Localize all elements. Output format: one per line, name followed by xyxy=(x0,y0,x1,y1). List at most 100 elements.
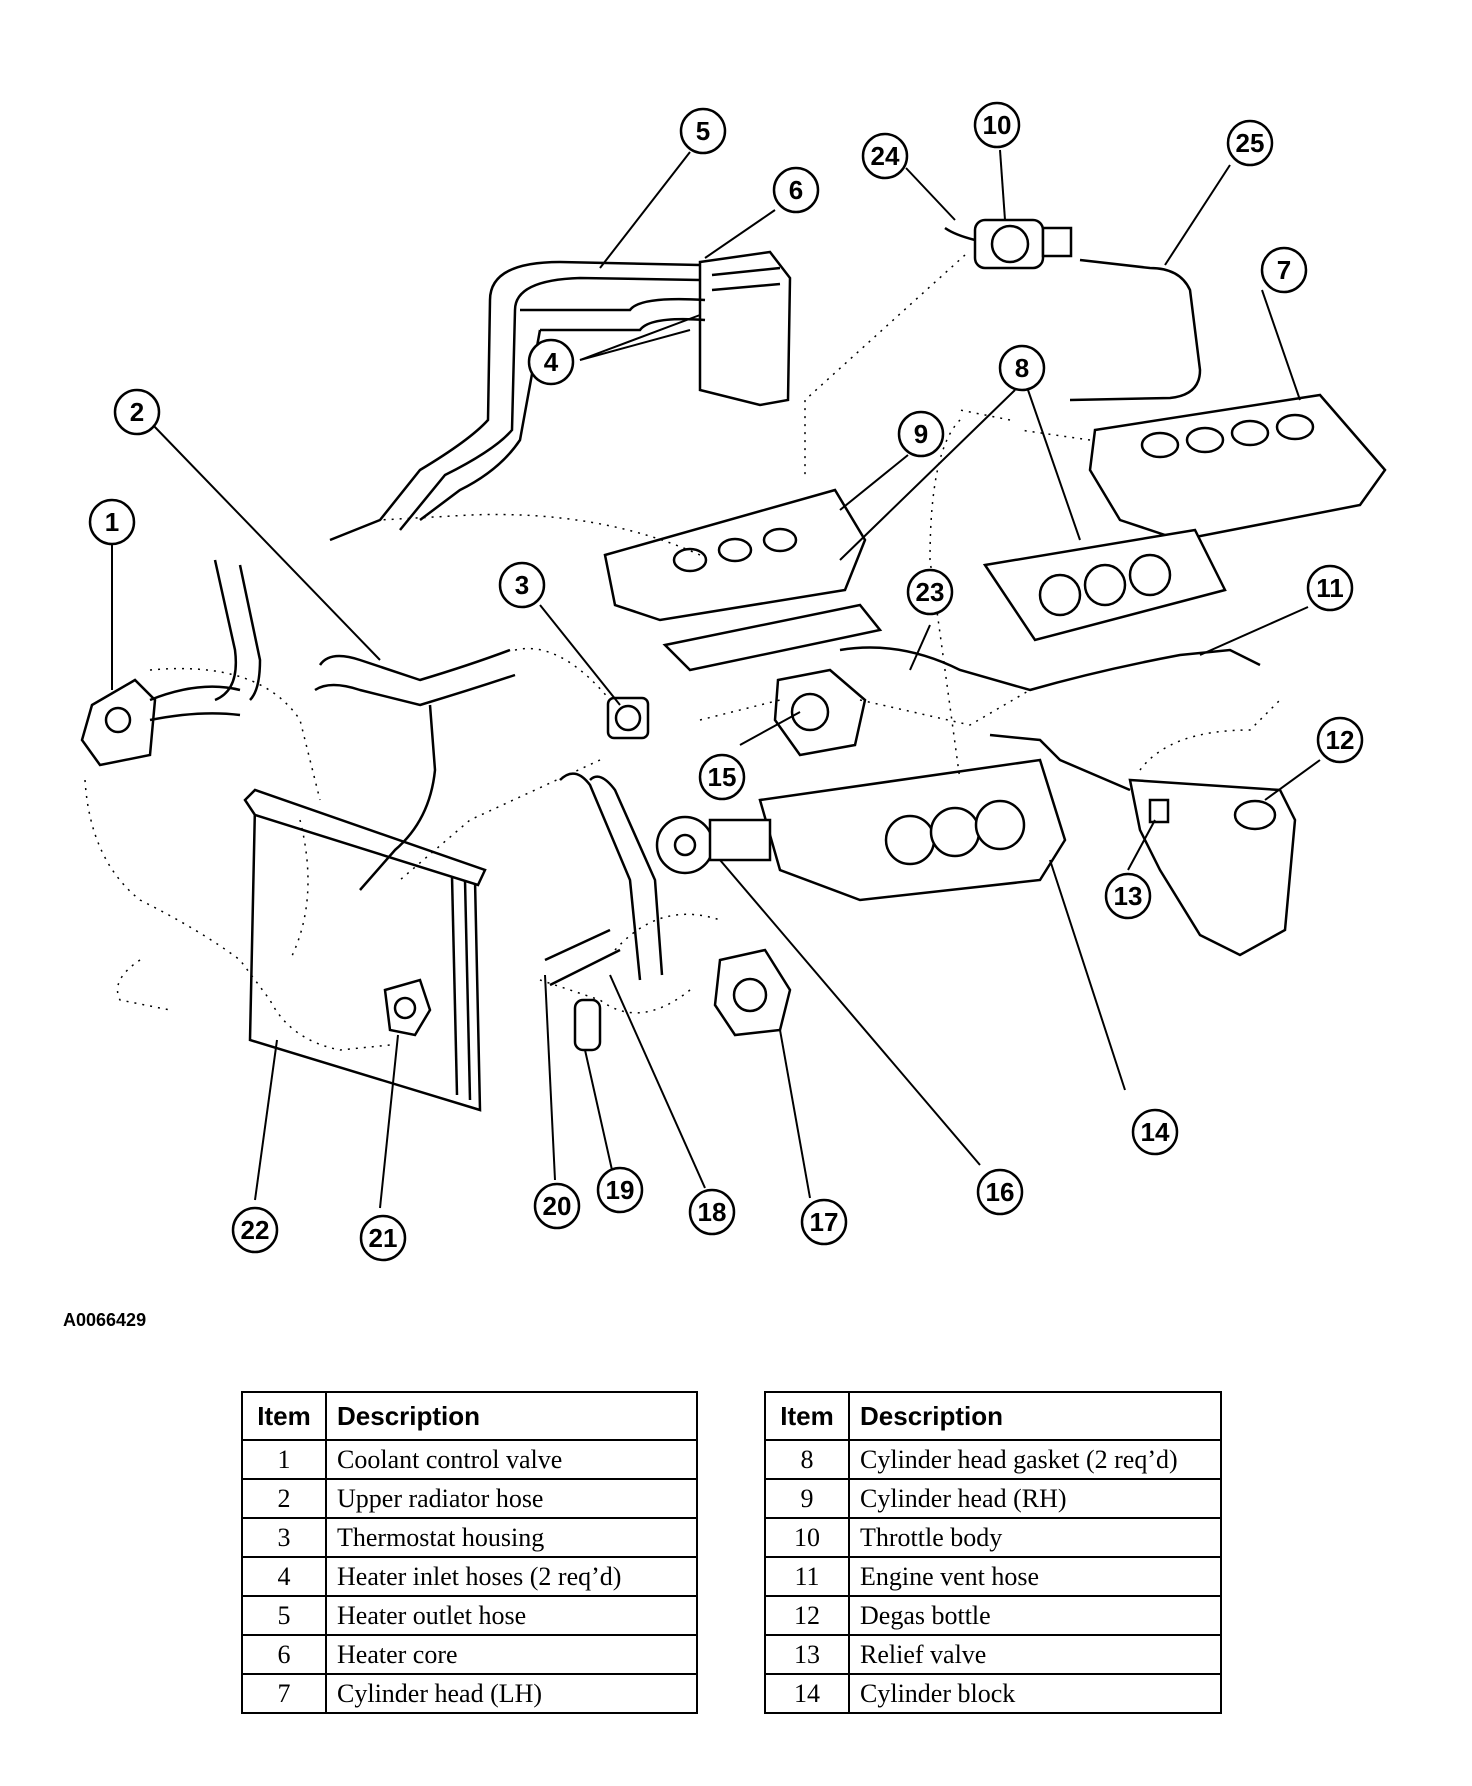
lower-hoses-drawing xyxy=(544,772,664,1052)
item-description: Heater outlet hose xyxy=(325,1595,698,1636)
coolant-control-valve-drawing xyxy=(80,559,262,767)
svg-text:14: 14 xyxy=(1141,1117,1170,1147)
svg-text:11: 11 xyxy=(1316,573,1344,603)
item-number: 2 xyxy=(241,1478,327,1519)
item-description: Degas bottle xyxy=(848,1595,1222,1636)
callout-5: 5 xyxy=(679,107,727,155)
item-description: Throttle body xyxy=(848,1517,1222,1558)
item-description: Cylinder head gasket (2 req’d) xyxy=(848,1439,1222,1480)
thermostat-housing-drawing xyxy=(606,668,867,757)
callout-10: 10 xyxy=(973,101,1021,149)
svg-text:16: 16 xyxy=(986,1177,1015,1207)
item-header: Item xyxy=(764,1391,850,1441)
svg-text:7: 7 xyxy=(1277,255,1291,285)
item-description: Relief valve xyxy=(848,1634,1222,1675)
item-description: Thermostat housing xyxy=(325,1517,698,1558)
svg-text:12: 12 xyxy=(1326,725,1355,755)
item-number: 14 xyxy=(764,1673,850,1714)
svg-text:15: 15 xyxy=(708,762,737,792)
cooling-system-diagram: 1 2 3 4 5 6 7 8 9 10 11 12 13 14 15 16 1… xyxy=(80,101,1387,1262)
svg-text:5: 5 xyxy=(696,116,710,146)
callout-17: 17 xyxy=(800,1198,848,1246)
upper-radiator-hose-drawing xyxy=(314,648,516,891)
item-number: 11 xyxy=(764,1556,850,1597)
coolant-flow-lines xyxy=(84,409,1281,1051)
item-number: 4 xyxy=(241,1556,327,1597)
leader-lines xyxy=(111,149,1321,1209)
item-description: Engine vent hose xyxy=(848,1556,1222,1597)
svg-text:9: 9 xyxy=(914,419,928,449)
description-header: Description xyxy=(325,1391,698,1441)
item-description: Cylinder head (LH) xyxy=(325,1673,698,1714)
engine-vent-hose-drawing xyxy=(839,646,1261,692)
item-description: Heater inlet hoses (2 req’d) xyxy=(325,1556,698,1597)
callout-20: 20 xyxy=(533,1182,581,1230)
callout-21: 21 xyxy=(359,1214,407,1262)
item-description: Heater core xyxy=(325,1634,698,1675)
svg-text:18: 18 xyxy=(698,1197,727,1227)
svg-text:4: 4 xyxy=(544,347,559,377)
callout-24: 24 xyxy=(861,132,909,180)
callout-4: 4 xyxy=(527,338,575,386)
svg-text:23: 23 xyxy=(916,577,945,607)
callout-18: 18 xyxy=(688,1188,736,1236)
svg-text:3: 3 xyxy=(515,570,529,600)
thermostat-drawing xyxy=(383,948,792,1037)
callout-11: 11 xyxy=(1306,564,1354,612)
svg-text:20: 20 xyxy=(543,1191,572,1221)
callout-12: 12 xyxy=(1316,716,1364,764)
item-number: 12 xyxy=(764,1595,850,1636)
cylinder-head-gasket-lh-drawing xyxy=(982,528,1227,642)
heater-hoses-drawing xyxy=(329,260,706,542)
callout-6: 6 xyxy=(772,166,820,214)
svg-text:21: 21 xyxy=(369,1223,398,1253)
callout-7: 7 xyxy=(1260,246,1308,294)
item-number: 1 xyxy=(241,1439,327,1480)
svg-text:13: 13 xyxy=(1114,881,1143,911)
item-description: Cylinder head (RH) xyxy=(848,1478,1222,1519)
callout-3: 3 xyxy=(498,561,546,609)
degas-bottle-drawing xyxy=(989,733,1297,957)
callout-14: 14 xyxy=(1131,1108,1179,1156)
callout-23: 23 xyxy=(906,568,954,616)
callout-16: 16 xyxy=(976,1168,1024,1216)
item-description: Upper radiator hose xyxy=(325,1478,698,1519)
svg-text:10: 10 xyxy=(983,110,1012,140)
throttle-body-drawing xyxy=(804,218,1202,480)
svg-text:8: 8 xyxy=(1015,353,1029,383)
svg-text:17: 17 xyxy=(810,1207,839,1237)
callout-9: 9 xyxy=(897,410,945,458)
svg-text:24: 24 xyxy=(871,141,900,171)
callout-13: 13 xyxy=(1104,872,1152,920)
callout-22: 22 xyxy=(231,1206,279,1254)
callout-25: 25 xyxy=(1226,119,1274,167)
cylinder-head-lh-drawing xyxy=(1088,393,1387,542)
item-header: Item xyxy=(241,1391,327,1441)
item-number: 10 xyxy=(764,1517,850,1558)
callout-15: 15 xyxy=(698,753,746,801)
item-description: Coolant control valve xyxy=(325,1439,698,1480)
svg-text:25: 25 xyxy=(1236,128,1265,158)
item-description: Cylinder block xyxy=(848,1673,1222,1714)
svg-text:1: 1 xyxy=(105,507,119,537)
item-number: 13 xyxy=(764,1634,850,1675)
cylinder-head-gasket-rh-drawing xyxy=(662,603,883,672)
cylinder-block-drawing xyxy=(758,758,1067,902)
svg-text:6: 6 xyxy=(789,175,803,205)
callout-8: 8 xyxy=(998,344,1046,392)
figure-id: A0066429 xyxy=(63,1310,147,1330)
heater-core-drawing xyxy=(698,250,792,407)
